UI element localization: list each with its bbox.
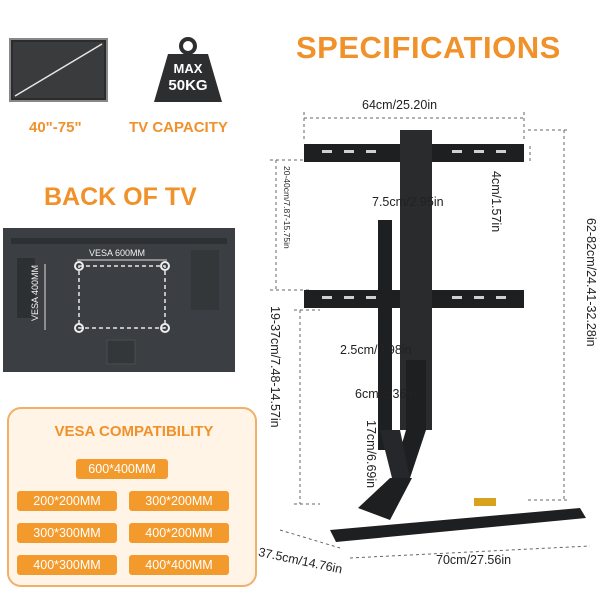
vesa-width-label: VESA 600MM bbox=[89, 248, 146, 258]
dim-bracket-height: 4cm/1.57in bbox=[489, 171, 503, 233]
vesa-size-chip: 200*200MM bbox=[17, 491, 117, 511]
weight-value-text: 50KG bbox=[168, 77, 208, 94]
dim-post-height: 17cm/6.69in bbox=[364, 420, 378, 489]
weight-max-text: MAX bbox=[173, 61, 203, 76]
dim-bracket-spacing: 20-40cm/7.87-15.75in bbox=[282, 166, 292, 249]
vesa-size-chip: 300*200MM bbox=[129, 491, 229, 511]
tv-size-label: 40"-75" bbox=[29, 119, 82, 136]
tv-stand-drawing bbox=[260, 100, 600, 600]
dim-bracket-width: 64cm/25.20in bbox=[362, 98, 438, 112]
tv-back-image: VESA 600MM VESA 400MM bbox=[3, 228, 235, 372]
vesa-size-chip: 400*200MM bbox=[129, 523, 229, 543]
dim-base-width: 70cm/27.56in bbox=[436, 553, 512, 567]
vesa-size-chip: 400*400MM bbox=[129, 555, 229, 575]
dim-total-height: 62-82cm/24.41-32.28in bbox=[584, 218, 598, 347]
dim-column-depth: 2.5cm/0.98in bbox=[340, 343, 412, 357]
tv-capacity-label: TV CAPACITY bbox=[129, 119, 228, 136]
dim-lower-height: 19-37cm/7.48-14.57in bbox=[268, 306, 282, 428]
vesa-size-chip: 400*300MM bbox=[17, 555, 117, 575]
vesa-compatibility-panel: VESA COMPATIBILITY 600*400MM 200*200MM 3… bbox=[7, 407, 257, 587]
vesa-size-chip: 600*400MM bbox=[76, 459, 168, 479]
vesa-compatibility-title: VESA COMPATIBILITY bbox=[54, 423, 214, 440]
weight-icon bbox=[152, 36, 224, 104]
tv-size-icon bbox=[9, 38, 108, 102]
dim-column-width: 7.5cm/2.95in bbox=[372, 195, 444, 209]
dim-post-width: 6cm/2.36in bbox=[355, 387, 417, 401]
vesa-height-label: VESA 400MM bbox=[30, 264, 40, 322]
back-of-tv-title: BACK OF TV bbox=[44, 183, 197, 211]
page-title: SPECIFICATIONS bbox=[296, 30, 561, 65]
vesa-size-chip: 300*300MM bbox=[17, 523, 117, 543]
